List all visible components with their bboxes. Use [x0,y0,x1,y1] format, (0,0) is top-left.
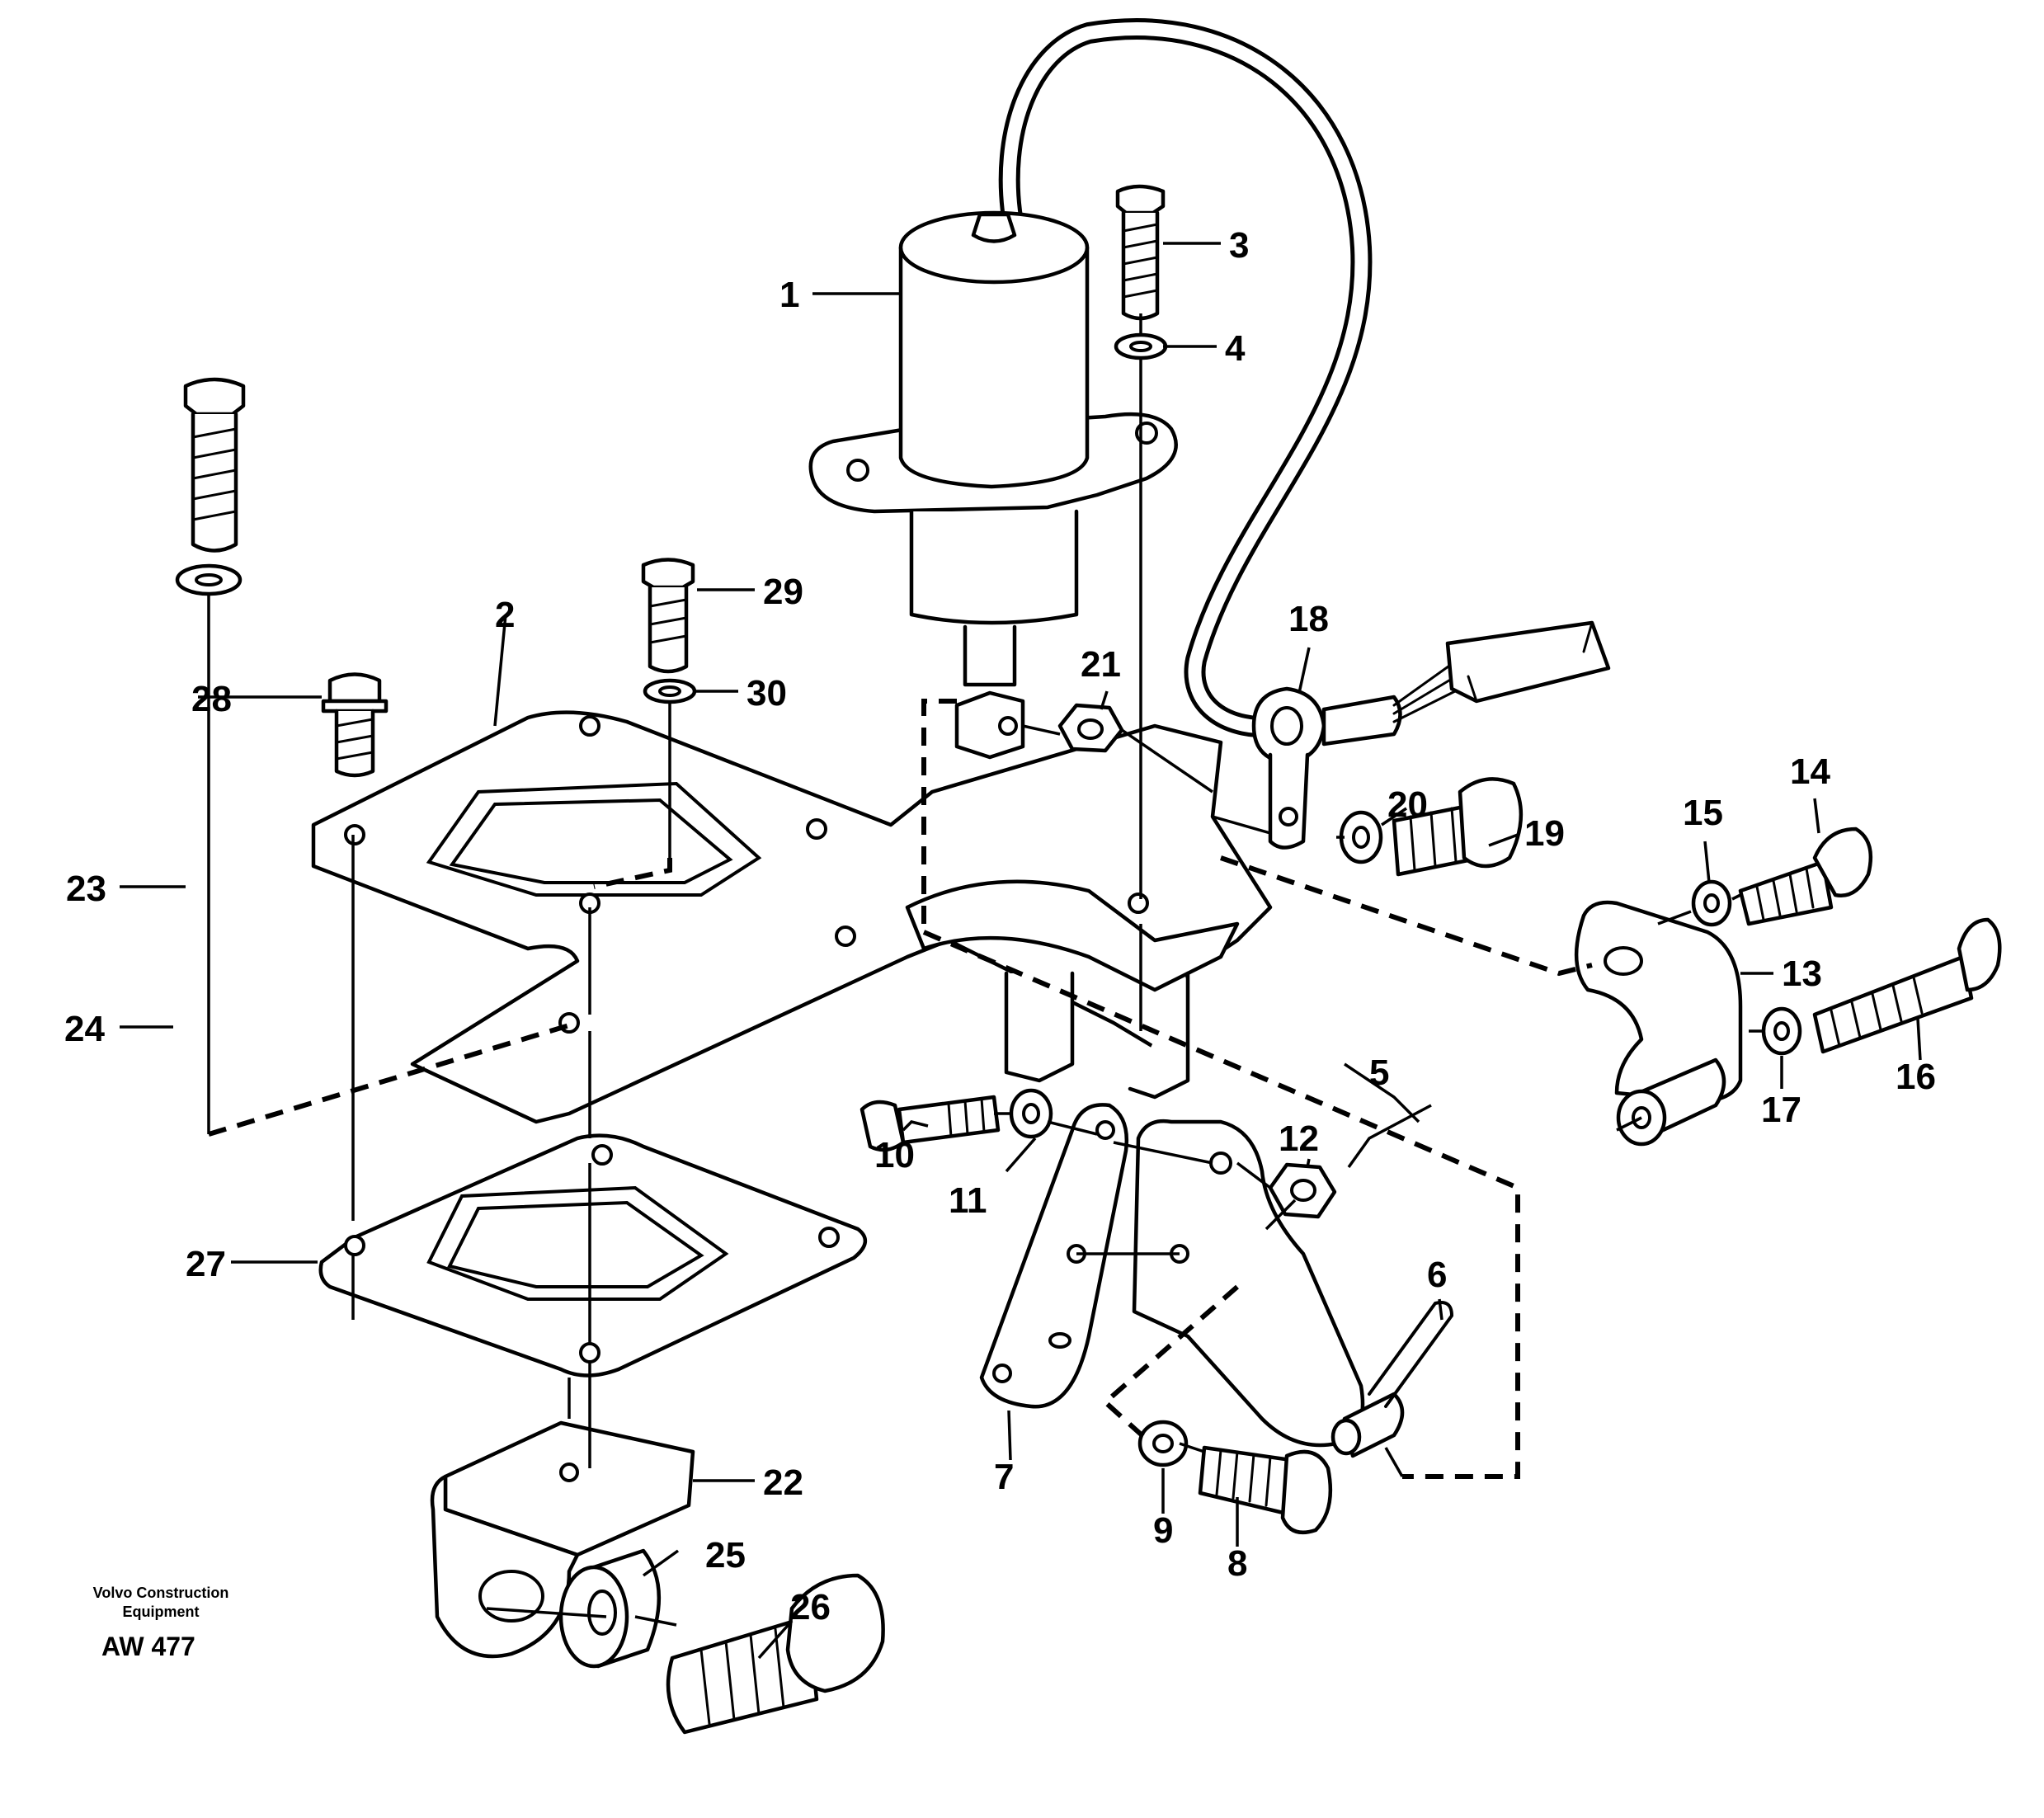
washer-20 [1339,810,1383,864]
label-20: 20 [1387,784,1428,825]
label-2: 2 [495,595,515,635]
screw-8 [1198,1445,1333,1535]
label-25: 25 [705,1535,746,1575]
label-15: 15 [1683,793,1723,833]
bracket-13 [1574,900,1743,1147]
solenoid-body [808,210,1178,760]
label-8: 8 [1227,1543,1247,1584]
label-13: 13 [1782,954,1822,994]
publisher-line-1: Volvo Construction [93,1585,229,1601]
label-5: 5 [1369,1053,1389,1093]
bolt-14 [1738,827,1873,926]
label-1: 1 [779,275,799,315]
label-21: 21 [1081,644,1121,685]
label-29: 29 [763,572,803,612]
label-7: 7 [994,1457,1014,1497]
label-9: 9 [1153,1510,1173,1551]
nut-21 [1057,703,1124,753]
label-10: 10 [874,1135,915,1175]
label-26: 26 [790,1587,831,1627]
label-18: 18 [1288,599,1329,639]
washer-24 [175,563,243,596]
footer-credit: Volvo Construction Equipment AW 477 [93,1585,229,1661]
bolt-23 [183,377,246,553]
label-4: 4 [1225,328,1246,369]
mounting-plate [311,710,1273,1124]
washer-30 [643,678,697,704]
label-19: 19 [1524,813,1565,854]
bolt-28 [321,672,389,778]
screw-3 [1115,184,1166,321]
label-12: 12 [1279,1119,1319,1159]
nut-12 [1268,1162,1337,1219]
bolt-10 [860,1095,1001,1152]
gasket [318,1133,867,1378]
label-30: 30 [746,673,787,714]
label-11: 11 [949,1180,987,1221]
label-27: 27 [186,1244,226,1284]
pin-6 [1330,1301,1454,1458]
label-24: 24 [64,1009,105,1049]
spacer-25 [558,1548,661,1669]
washer-9 [1137,1420,1189,1467]
grommet-18 [1251,686,1326,850]
bolt-29 [641,558,695,674]
leader-lines [120,242,1922,1660]
publisher-line-2: Equipment [123,1604,200,1620]
label-22: 22 [763,1462,803,1503]
label-16: 16 [1896,1057,1936,1097]
bolt-16 [1812,917,2002,1054]
label-3: 3 [1229,225,1249,266]
solenoid-cable [998,18,1373,738]
bolt-26 [666,1573,885,1735]
label-14: 14 [1790,751,1830,792]
washer-17 [1761,1006,1802,1056]
washer-15 [1691,879,1732,927]
lever-link-7 [979,1103,1128,1409]
washer-4 [1114,332,1168,360]
connector-plug [1321,620,1611,747]
label-28: 28 [191,679,232,719]
washer-11 [1009,1088,1053,1139]
label-23: 23 [66,869,106,909]
screw-19 [1392,777,1524,877]
label-17: 17 [1761,1090,1801,1130]
drawing-code: AW 477 [101,1632,195,1661]
label-6: 6 [1427,1255,1447,1295]
part-labels: 1 2 3 4 5 6 7 8 9 10 11 12 13 14 15 16 1… [64,225,1936,1627]
assembly-lines [207,313,1765,1627]
